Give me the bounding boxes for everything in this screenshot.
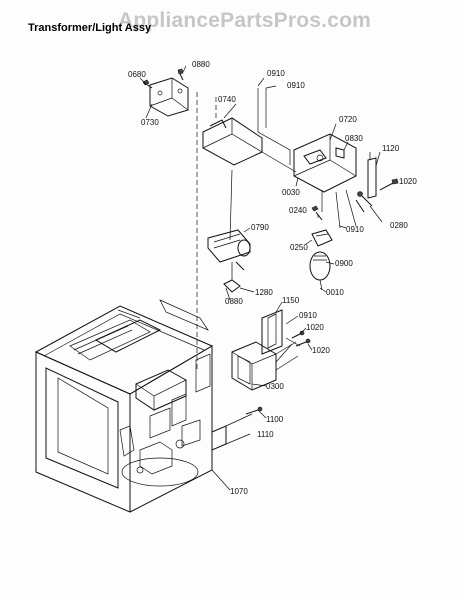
site-watermark: AppliancePartsPros.com	[118, 9, 371, 32]
label-1020-top: 1020	[399, 177, 417, 186]
socket-0250	[311, 229, 333, 247]
label-0910-c: 0910	[346, 225, 364, 234]
diagram-title: Transformer/Light Assy	[28, 22, 152, 34]
label-0910-b: 0910	[287, 81, 305, 90]
screw-0280	[355, 191, 373, 213]
label-0880-low: 0880	[225, 297, 243, 306]
label-1120: 1120	[382, 144, 400, 153]
label-1020-low: 1020	[312, 346, 330, 355]
label-1020-mid: 1020	[306, 323, 324, 332]
label-0830: 0830	[345, 134, 363, 143]
label-0900: 0900	[335, 259, 353, 268]
label-0720: 0720	[339, 115, 357, 124]
label-0910-d: 0910	[299, 311, 317, 320]
lamp-0010	[309, 251, 331, 291]
screw-0680	[142, 79, 153, 89]
label-0030: 0030	[282, 188, 300, 197]
label-0680: 0680	[128, 70, 146, 79]
label-1100: 1100	[266, 415, 284, 424]
screw-0240	[311, 205, 323, 221]
label-1070: 1070	[230, 487, 248, 496]
label-1110: 1110	[257, 430, 274, 439]
label-0910-a: 0910	[267, 69, 285, 78]
label-0740: 0740	[218, 95, 236, 104]
label-1280: 1280	[255, 288, 273, 297]
label-0790: 0790	[251, 223, 269, 232]
cabinet-1070	[34, 299, 214, 513]
screw-1020-mid	[291, 330, 305, 339]
bracket-1110	[211, 425, 227, 451]
bracket-0720	[293, 133, 357, 193]
duct-0740	[202, 117, 263, 166]
capacitor-0790	[207, 169, 251, 293]
label-0730: 0730	[141, 118, 159, 127]
label-0280: 0280	[390, 221, 408, 230]
label-0880-top: 0880	[192, 60, 210, 69]
terminal-1120	[367, 152, 377, 199]
bracket-1150	[261, 309, 283, 355]
bracket-0730	[149, 77, 189, 117]
screw-1020-top	[379, 178, 399, 191]
label-0300: 0300	[266, 382, 284, 391]
screw-1100	[245, 406, 263, 415]
label-1150: 1150	[282, 296, 300, 305]
label-0010: 0010	[326, 288, 344, 297]
transformer-0300	[231, 341, 299, 391]
label-0240: 0240	[289, 206, 307, 215]
label-0250: 0250	[290, 243, 308, 252]
screw-0880-top	[177, 68, 184, 81]
screw-1020-low	[295, 338, 311, 347]
